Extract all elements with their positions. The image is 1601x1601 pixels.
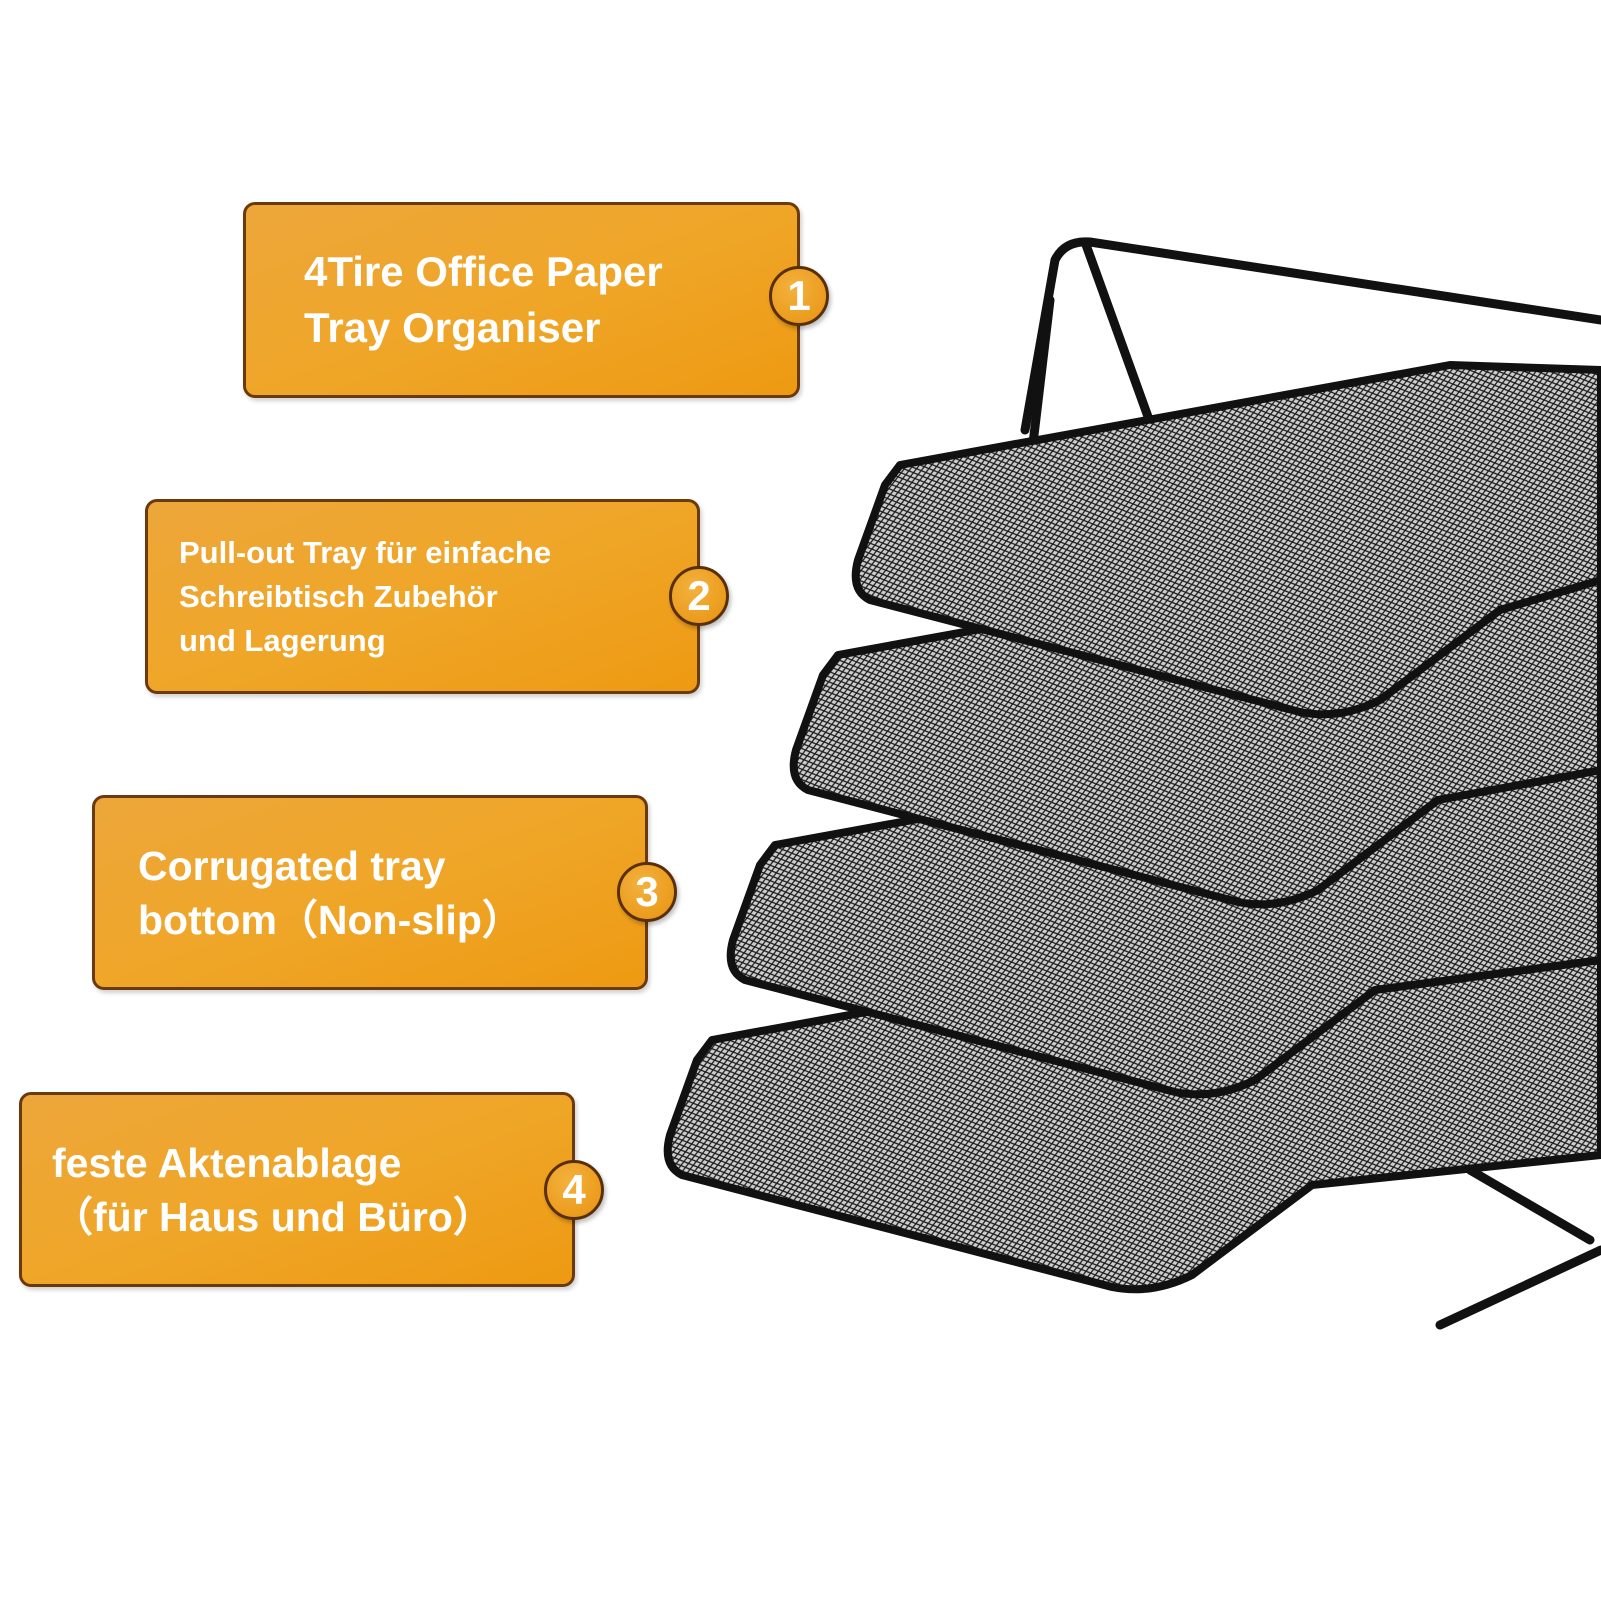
callout-text: Corrugated tray: [138, 842, 446, 889]
callout-text: feste Aktenablage: [52, 1139, 402, 1186]
mesh-tray-product-image: [663, 237, 1601, 1330]
callout-tray-organiser: 4Tire Office Paper Tray Organiser: [243, 202, 800, 398]
callout-text: und Lagerung: [179, 622, 386, 658]
number-badge: 1: [769, 266, 829, 326]
trays: [663, 361, 1601, 1294]
callout-text: 4Tire Office Paper: [304, 248, 663, 295]
callout-text: bottom（Non-slip）: [138, 896, 523, 943]
number-badge: 4: [544, 1160, 604, 1220]
number-badge: 3: [617, 862, 677, 922]
callout-pull-out-tray: Pull-out Tray für einfache Schreibtisch …: [145, 499, 700, 694]
callout-corrugated-bottom: Corrugated tray bottom（Non-slip）: [92, 795, 648, 990]
mesh-tray: [663, 936, 1601, 1294]
callout-text: Tray Organiser: [304, 304, 601, 351]
number-badge: 2: [669, 566, 729, 626]
callout-text: Schreibtisch Zubehör: [179, 578, 498, 614]
mesh-tray: [851, 361, 1601, 719]
callout-file-storage: feste Aktenablage （für Haus und Büro）: [19, 1092, 575, 1287]
callout-text: （für Haus und Büro）: [52, 1193, 494, 1240]
callout-text: Pull-out Tray für einfache: [179, 534, 552, 570]
